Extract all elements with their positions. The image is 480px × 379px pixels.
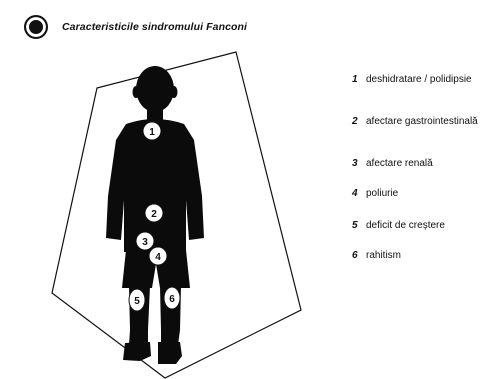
legend-item: 4 poliurie xyxy=(352,188,478,199)
legend-item: 1 deshidratare / polidipsie xyxy=(352,74,478,85)
legend-number: 2 xyxy=(352,116,366,127)
legend-number: 4 xyxy=(352,188,366,199)
legend-item: 5 deficit de creștere xyxy=(352,220,478,231)
marker-5: 5 xyxy=(129,289,145,311)
legend-item: 2 afectare gastrointestinală xyxy=(352,116,478,127)
legend-label: afectare renală xyxy=(366,158,478,169)
marker-4: 4 xyxy=(149,247,167,265)
marker-6: 6 xyxy=(164,287,180,309)
legend-label: deficit de creștere xyxy=(366,220,478,231)
legend-number: 1 xyxy=(352,74,366,85)
marker-3: 3 xyxy=(136,232,154,250)
marker-1-label: 1 xyxy=(149,127,155,138)
legend-number: 6 xyxy=(352,250,366,261)
legend-label: afectare gastrointestinală xyxy=(366,116,478,127)
legend-label: poliurie xyxy=(366,188,478,199)
marker-1: 1 xyxy=(143,122,161,140)
marker-4-label: 4 xyxy=(155,252,161,263)
marker-2-label: 2 xyxy=(151,209,157,220)
marker-5-label: 5 xyxy=(134,296,140,307)
marker-6-label: 6 xyxy=(169,294,175,305)
legend-number: 5 xyxy=(352,220,366,231)
legend-item: 3 afectare renală xyxy=(352,158,478,169)
marker-2: 2 xyxy=(145,204,163,222)
marker-3-label: 3 xyxy=(142,237,148,248)
legend-label: rahitism xyxy=(366,250,478,261)
legend-label: deshidratare / polidipsie xyxy=(366,74,478,85)
legend-item: 6 rahitism xyxy=(352,250,478,261)
legend-number: 3 xyxy=(352,158,366,169)
